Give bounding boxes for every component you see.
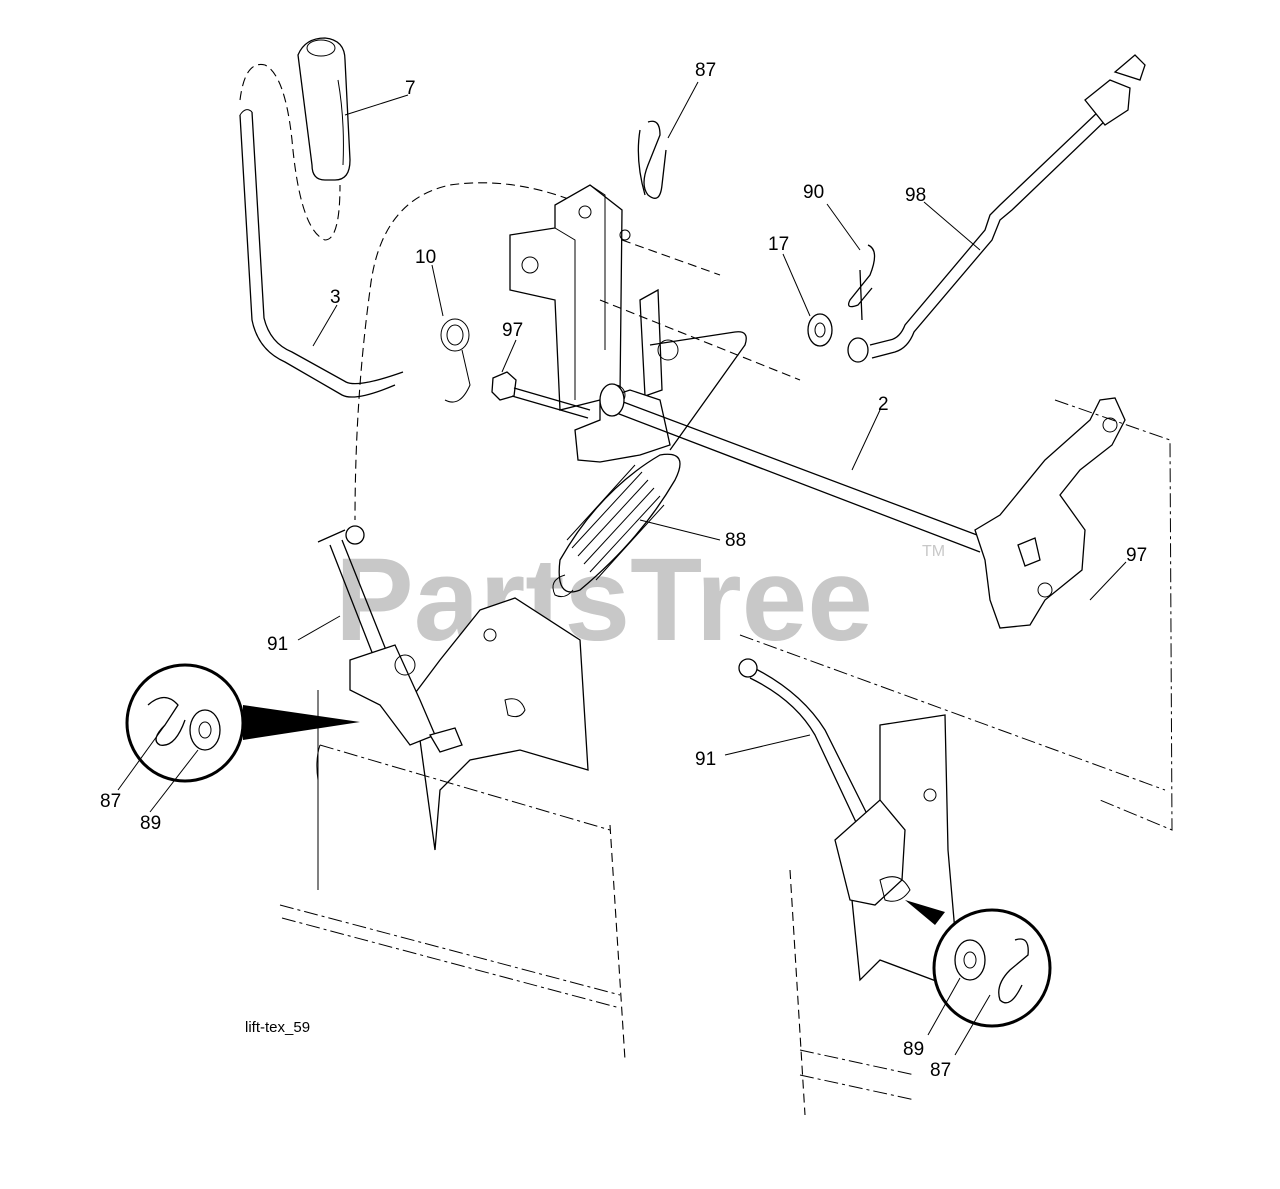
label-link-right: 91 (695, 749, 716, 770)
label-handle-grip: 7 (405, 78, 416, 99)
label-bolt-left: 97 (502, 320, 523, 341)
deck-outline-right (799, 1049, 916, 1076)
spring-hook-wire (649, 331, 747, 451)
label-spring-88: 88 (725, 530, 746, 551)
pivot-bracket-left (349, 597, 589, 851)
deck-outline-left (279, 904, 621, 996)
lift-handle (239, 63, 404, 398)
label-lift-handle: 3 (330, 287, 341, 308)
guide-line-bracket (621, 239, 721, 276)
extension-spring (552, 453, 681, 598)
handle-grip (297, 37, 351, 181)
detail-view-right (905, 900, 1052, 1028)
main-bracket (509, 184, 679, 463)
label-clip-90: 90 (803, 182, 824, 203)
diagram-caption: lift-tex_59 (245, 1019, 310, 1036)
label-detail-right-clip: 87 (930, 1060, 951, 1081)
guide-line-handle (354, 182, 596, 521)
label-bolt-right: 97 (1126, 545, 1147, 566)
link-right (738, 658, 876, 836)
lift-shaft (599, 383, 986, 553)
label-small-spring: 10 (415, 247, 436, 268)
watermark-trademark: TM (922, 543, 945, 560)
guide-line-pin (599, 299, 801, 381)
watermark-text: PartsTree (335, 534, 873, 666)
washer-17 (807, 313, 833, 347)
leader-lines (117, 81, 1127, 1056)
link-left (317, 525, 389, 661)
label-detail-right-washer: 89 (903, 1039, 924, 1060)
label-hairpin-top: 87 (695, 60, 716, 81)
label-washer-17: 17 (768, 234, 789, 255)
label-rod-98: 98 (905, 185, 926, 206)
small-torsion-spring (440, 318, 471, 403)
lift-rod (847, 54, 1146, 363)
label-detail-left-clip: 87 (100, 791, 121, 812)
label-shaft-2: 2 (878, 394, 889, 415)
label-detail-left-washer: 89 (140, 813, 161, 834)
right-frame-outline (1054, 399, 1173, 831)
bolt-left (491, 371, 591, 419)
hairpin-clip-top (637, 120, 667, 199)
hairpin-clip-90 (847, 244, 876, 321)
detail-view-left (125, 663, 360, 783)
label-link-left: 91 (267, 634, 288, 655)
right-bracket (974, 397, 1126, 629)
